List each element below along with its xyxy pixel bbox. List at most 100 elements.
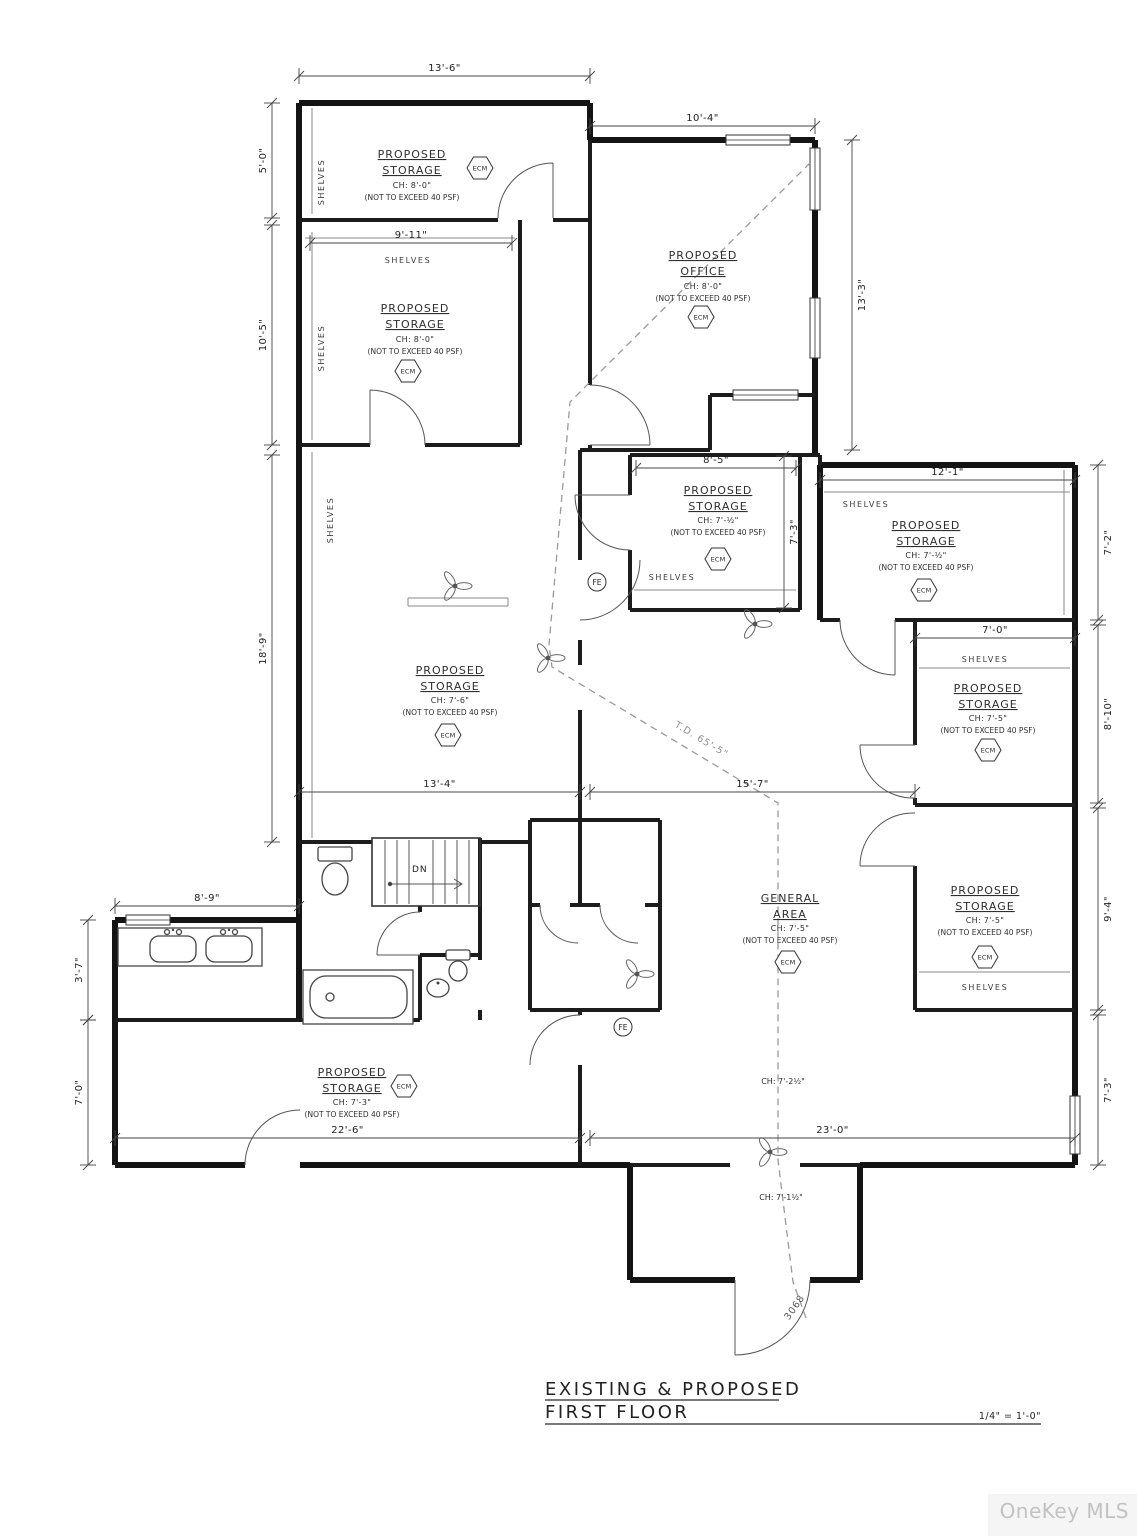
room-label-storage-left: PROPOSED STORAGE CH: 8'-0" (NOT TO EXCEE…: [368, 302, 463, 356]
dimension-label: 8'-10": [1103, 698, 1114, 730]
room-name: OFFICE: [680, 265, 725, 278]
room-label-storage-right-mid: PROPOSED STORAGE CH: 7'-5" (NOT TO EXCEE…: [941, 682, 1036, 735]
svg-text:ECM: ECM: [917, 587, 932, 595]
exterior-walls-path: [112, 100, 1078, 1283]
dimension-label: 7'-2": [1103, 530, 1114, 556]
shelves-label: SHELVES: [326, 497, 335, 544]
dimension-label: 23'-0": [816, 1125, 848, 1136]
window-icon: [809, 297, 821, 359]
dimension-label: 15'-7": [736, 779, 768, 790]
doors: [244, 162, 916, 1356]
door-arc: [599, 904, 639, 944]
room-ceiling-height: CH: 7'-5": [969, 714, 1008, 723]
window-icon: [809, 147, 821, 211]
room-name: STORAGE: [382, 164, 441, 177]
ecm-badge-icon: ECM: [971, 945, 999, 969]
room-name: STORAGE: [322, 1082, 381, 1095]
dimension-label: 7'-0": [982, 625, 1008, 636]
dimension-label: 8'-9": [194, 893, 220, 904]
shelves-label: SHELVES: [385, 256, 432, 265]
watermark: OneKey MLS: [1000, 1499, 1129, 1523]
room-name: STORAGE: [958, 698, 1017, 711]
dim-23-0: 23'-0": [584, 1125, 1081, 1146]
dimension-label: 10'-4": [686, 113, 718, 124]
room-label-storage-center: PROPOSED STORAGE CH: 7'-6" (NOT TO EXCEE…: [403, 664, 498, 717]
door-arc: [579, 559, 641, 621]
door-arc: [734, 1279, 811, 1356]
door-arc: [529, 1014, 581, 1066]
svg-text:ECM: ECM: [981, 747, 996, 755]
dim-3-7: 3'-7": [74, 914, 96, 1026]
room-ceiling-height: CH: 8'-0": [396, 335, 435, 344]
svg-text:FE: FE: [618, 1023, 627, 1032]
room-name: PROPOSED: [381, 302, 450, 315]
ecm-badge-icon: ECM: [466, 156, 494, 180]
room-ceiling-height: CH: 7'-6": [431, 696, 470, 705]
dim-10-5: 10'-5": [258, 219, 280, 451]
kitchen-sink-counter: [117, 927, 263, 967]
dimension-label: 12'-1": [931, 467, 963, 478]
room-load-note: (NOT TO EXCEED 40 PSF): [305, 1110, 400, 1119]
door-arc: [589, 384, 651, 446]
fire-extinguisher-icon: FE: [613, 1017, 633, 1037]
room-load-note: (NOT TO EXCEED 40 PSF): [656, 294, 751, 303]
window-icon: [125, 914, 171, 926]
ceiling-fans: [441, 569, 788, 1169]
shelves-labels: SHELVES SHELVES SHELVES SHELVES SHELVES …: [317, 159, 1009, 992]
ecm-badges: ECM ECM ECM ECM ECM ECM ECM ECM ECM ECM: [390, 156, 1002, 1098]
door-arc: [539, 904, 579, 944]
shelf-edge-lines: [305, 108, 1070, 973]
room-name: PROPOSED: [416, 664, 485, 677]
room-ceiling-height: CH: 7'-3": [333, 1098, 372, 1107]
shelves-label: SHELVES: [843, 500, 890, 509]
room-name: PROPOSED: [669, 249, 738, 262]
fixtures: DN: [117, 837, 481, 1025]
svg-text:ECM: ECM: [397, 1083, 412, 1091]
ecm-badge-icon: ECM: [434, 723, 462, 747]
travel-path-line: [548, 162, 811, 1319]
fan-icon: [623, 957, 655, 991]
room-name: AREA: [773, 908, 807, 921]
shelves-label: SHELVES: [317, 325, 326, 372]
room-name: STORAGE: [896, 535, 955, 548]
room-name: PROPOSED: [951, 884, 1020, 897]
stairs-dn-label: DN: [412, 865, 428, 875]
ceiling-height-label: CH: 7'-1½": [759, 1193, 803, 1202]
room-label-storage-top-left: PROPOSED STORAGE CH: 8'-0" (NOT TO EXCEE…: [365, 148, 460, 202]
dimension-label: 7'-0": [74, 1080, 85, 1106]
fire-extinguisher-symbols: FE FE: [587, 572, 633, 1037]
room-ceiling-height: CH: 7'-½": [905, 551, 946, 560]
dim-9-4: 9'-4": [1090, 802, 1114, 1016]
shelf-lines: [305, 108, 1070, 973]
door-arc: [859, 812, 916, 867]
dim-7-3a: 7'-3": [776, 450, 800, 614]
window-icon: [725, 134, 791, 146]
fire-extinguisher-icon: FE: [587, 572, 607, 592]
stairs: DN: [371, 837, 481, 907]
dim-8-9: 8'-9": [109, 893, 305, 914]
room-ceiling-height: CH: 7'-5": [966, 916, 1005, 925]
toilet-icon: [445, 949, 471, 982]
room-name: PROPOSED: [378, 148, 447, 161]
door-arc: [244, 1109, 301, 1166]
dimension-label: 8'-5": [703, 455, 729, 466]
door-arc: [574, 494, 631, 551]
ecm-badge-icon: ECM: [974, 738, 1002, 762]
room-ceiling-height: CH: 7'-½": [697, 516, 738, 525]
ecm-badge-icon: ECM: [774, 950, 802, 974]
room-name: STORAGE: [955, 900, 1014, 913]
svg-text:FE: FE: [592, 578, 601, 587]
dimension-label: 22'-6": [331, 1125, 363, 1136]
shelves-label: SHELVES: [962, 983, 1009, 992]
fan-icon: [756, 1135, 788, 1169]
window-icon: [732, 389, 799, 401]
ecm-badge-icon: ECM: [394, 359, 422, 383]
svg-text:ECM: ECM: [441, 732, 456, 740]
svg-text:ECM: ECM: [401, 368, 416, 376]
dim-13-4: 13'-4": [293, 779, 586, 800]
bathroom-sink-icon: [426, 978, 450, 998]
dimension-label: 18'-9": [258, 632, 269, 664]
dim-13-6: 13'-6": [293, 63, 596, 84]
